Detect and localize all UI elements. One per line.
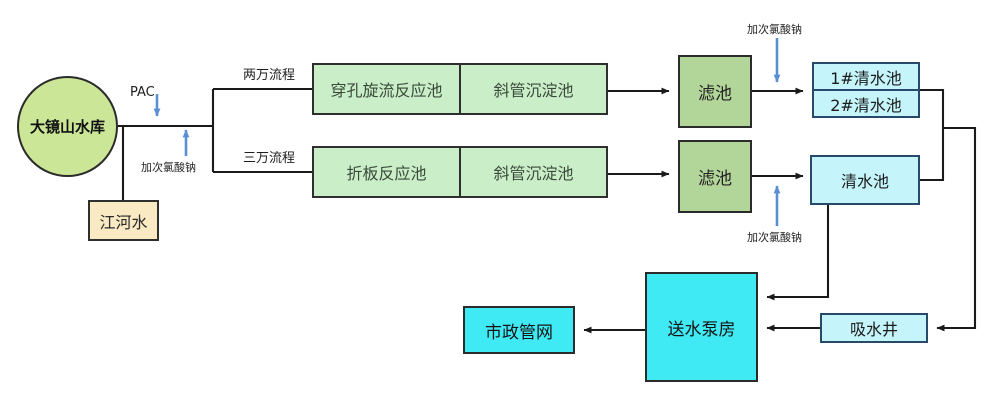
wire-tank12-to-merge <box>920 88 945 182</box>
tank-2-label: 2#清水池 <box>830 95 902 115</box>
node-water-pump-house[interactable]: 送水泵房 <box>645 272 758 382</box>
node-baffled-reaction-basin[interactable]: 折板反应池 <box>312 146 460 198</box>
node-suction-well[interactable]: 吸水井 <box>820 313 928 343</box>
node-clear-water-tank-2[interactable]: 2#清水池 <box>812 90 920 118</box>
label-naclo-intake: 加次氯酸钠 <box>141 161 196 174</box>
filter-b-label: 滤池 <box>698 169 732 189</box>
node-municipal-pipe-network[interactable]: 市政管网 <box>463 306 575 354</box>
train-a-stage2-label: 斜管沉淀池 <box>493 81 574 100</box>
pump-house-label: 送水泵房 <box>667 319 736 340</box>
label-naclo-tank-top: 加次氯酸钠 <box>747 23 802 36</box>
wire-tank3-to-pump <box>766 205 830 301</box>
municipal-network-label: 市政管网 <box>485 322 553 343</box>
tank-1-label: 1#清水池 <box>830 68 902 88</box>
train-b-stage1-label: 折板反应池 <box>346 164 427 183</box>
reservoir-label: 大镜山水库 <box>29 118 105 136</box>
node-river-water[interactable]: 江河水 <box>88 200 159 241</box>
train-a-stage1-label: 穿孔旋流反应池 <box>330 81 443 100</box>
node-inclined-tube-sedimentation-basin-b[interactable]: 斜管沉淀池 <box>460 146 608 198</box>
node-filter-basin-a[interactable]: 滤池 <box>678 55 752 128</box>
node-inclined-tube-sedimentation-basin-a[interactable]: 斜管沉淀池 <box>460 63 608 115</box>
label-pac-dosing: PAC <box>130 85 155 100</box>
river-label: 江河水 <box>99 212 148 232</box>
node-clear-water-tank[interactable]: 清水池 <box>810 155 920 205</box>
wire-merge-to-well <box>936 126 977 332</box>
node-perforated-vortex-reaction-basin[interactable]: 穿孔旋流反应池 <box>312 63 460 115</box>
well-label: 吸水井 <box>849 320 898 339</box>
label-naclo-tank-bottom: 加次氯酸钠 <box>747 231 802 244</box>
train-b-stage2-label: 斜管沉淀池 <box>493 164 574 183</box>
tank-3-label: 清水池 <box>840 172 889 191</box>
label-train-a: 两万流程 <box>243 68 296 83</box>
node-reservoir[interactable]: 大镜山水库 <box>17 76 118 177</box>
node-filter-basin-b[interactable]: 滤池 <box>678 140 752 213</box>
filter-a-label: 滤池 <box>698 84 732 104</box>
label-train-b: 三万流程 <box>243 151 296 166</box>
node-clear-water-tank-1[interactable]: 1#清水池 <box>812 62 920 90</box>
